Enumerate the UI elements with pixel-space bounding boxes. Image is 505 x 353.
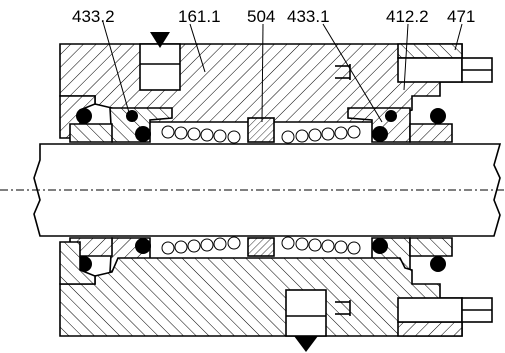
inlet-arrow-icon (150, 32, 170, 48)
o-ring-icon (430, 256, 446, 272)
o-ring-icon (385, 110, 397, 122)
flush-port-lower (285, 289, 327, 337)
label-433-2: 433.2 (72, 7, 115, 26)
label-161-1: 161.1 (178, 7, 221, 26)
flush-port-upper (139, 43, 181, 91)
shaft (0, 143, 505, 237)
drive-collar-lower (247, 237, 275, 257)
label-504: 504 (247, 7, 275, 26)
o-ring-icon (135, 238, 151, 254)
o-ring-icon (126, 110, 138, 122)
o-ring-icon (430, 108, 446, 124)
label-471: 471 (447, 7, 475, 26)
leader-lines (102, 21, 463, 123)
spring-lower (161, 236, 361, 255)
o-ring-icon (372, 238, 388, 254)
drive-collar-upper (247, 117, 275, 143)
label-412-2: 412.2 (386, 7, 429, 26)
o-ring-icon (76, 108, 92, 124)
outlet-arrow-icon (294, 336, 318, 352)
lower-housing (59, 241, 493, 337)
upper-flange (335, 43, 493, 83)
spring-upper (161, 125, 361, 144)
upper-seal-rings (69, 107, 453, 144)
o-ring-icon (135, 126, 151, 142)
o-ring-icon (372, 126, 388, 142)
label-433-1: 433.1 (287, 7, 330, 26)
